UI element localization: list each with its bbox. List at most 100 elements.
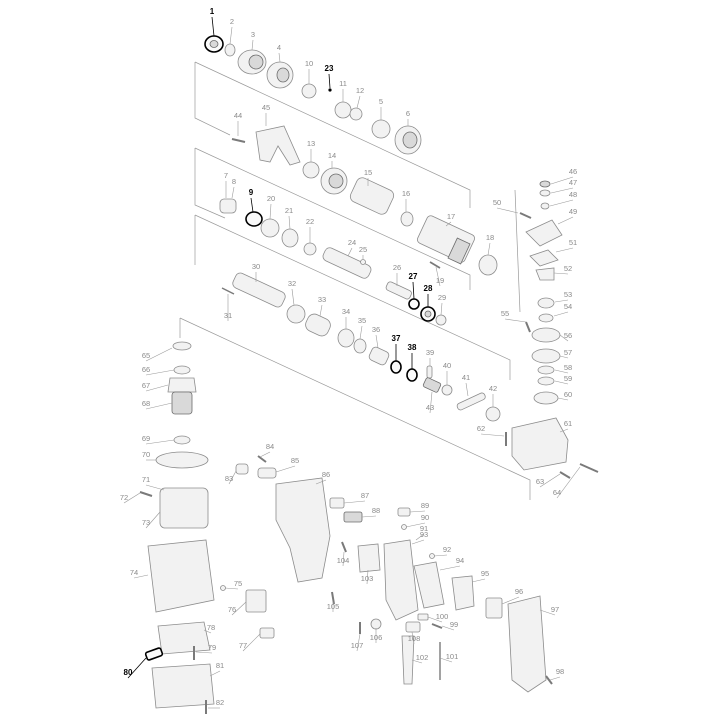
part-label-50: 50: [493, 198, 501, 207]
part-label-64: 64: [553, 488, 561, 497]
part-45-housing-cover: [255, 125, 301, 166]
part-label-5: 5: [379, 97, 383, 106]
part-54-ring: [538, 313, 554, 323]
part-23-steel-ball: [328, 88, 332, 92]
leader-line-107: [356, 633, 361, 652]
part-78-brush-holder: [157, 621, 211, 655]
part-label-106: 106: [370, 633, 383, 642]
leader-line-80: [127, 657, 147, 679]
part-70-baffle: [155, 451, 209, 469]
part-label-107: 107: [351, 641, 364, 650]
leader-line-23: [328, 73, 331, 89]
part-38-o-ring: [406, 368, 418, 382]
leader-line-48: [549, 199, 574, 207]
leader-line-86: [315, 479, 327, 485]
assembly-frames: [179, 61, 531, 500]
part-66-bearing: [173, 365, 191, 375]
part-label-21: 21: [285, 206, 293, 215]
leader-line-32: [291, 288, 295, 306]
part-76-switch: [245, 589, 267, 613]
part-label-46: 46: [569, 167, 577, 176]
part-31-pin: [221, 287, 235, 295]
leader-line-17: [445, 221, 452, 227]
leader-line-50: [496, 207, 519, 214]
part-label-24: 24: [348, 238, 356, 247]
part-40-ring: [441, 384, 453, 396]
leader-line-68: [145, 402, 173, 410]
part-21-ring: [281, 228, 299, 248]
part-5-ring: [371, 119, 391, 139]
part-label-33: 33: [318, 295, 326, 304]
part-label-19: 19: [436, 276, 444, 285]
part-label-68: 68: [142, 399, 150, 408]
part-label-89: 89: [421, 501, 429, 510]
part-53-bearing: [537, 297, 555, 309]
leader-line-96: [501, 596, 520, 605]
part-label-104: 104: [337, 556, 350, 565]
leader-line-98: [549, 676, 561, 681]
part-32-ring: [286, 304, 306, 324]
part-label-32: 32: [288, 279, 296, 288]
part-93-side-handle: [383, 539, 419, 621]
part-label-98: 98: [556, 667, 564, 676]
part-label-72: 72: [120, 493, 128, 502]
part-3-cap: [237, 49, 267, 75]
part-1-ring-seal: [204, 35, 224, 53]
leader-line-56: [559, 334, 569, 342]
part-label-84: 84: [266, 442, 274, 451]
part-label-1: 1: [210, 7, 215, 16]
leader-line-46: [550, 176, 574, 185]
part-label-15: 15: [364, 168, 372, 177]
part-37-o-ring: [390, 360, 402, 374]
part-72-screw: [139, 491, 153, 497]
part-label-57: 57: [564, 348, 572, 357]
part-label-81: 81: [216, 661, 224, 670]
part-label-38: 38: [408, 343, 417, 352]
part-16-o-ring: [400, 211, 414, 227]
part-label-35: 35: [358, 316, 366, 325]
leader-line-29: [440, 302, 443, 316]
part-label-99: 99: [450, 620, 458, 629]
part-94-clamp: [413, 561, 445, 609]
part-88-lock: [343, 511, 363, 523]
part-label-47: 47: [569, 178, 577, 187]
part-label-71: 71: [142, 475, 150, 484]
part-58-washer: [537, 365, 555, 375]
leader-line-65: [145, 347, 173, 362]
part-label-61: 61: [564, 419, 572, 428]
leader-line-54: [553, 311, 569, 317]
leader-line-49: [557, 216, 574, 225]
part-50-screw: [519, 212, 532, 219]
part-label-82: 82: [216, 698, 224, 707]
leader-line-78: [203, 629, 212, 634]
part-label-69: 69: [142, 434, 150, 443]
part-48-spacer: [540, 202, 550, 210]
part-61-gear-housing: [511, 417, 569, 471]
leader-line-8: [231, 186, 235, 199]
part-104-screw: [341, 541, 347, 553]
leader-line-35: [359, 325, 363, 340]
part-label-93: 93: [420, 530, 428, 539]
part-label-48: 48: [569, 190, 577, 199]
part-2-washer: [224, 43, 236, 57]
part-label-37: 37: [392, 334, 401, 343]
part-label-65: 65: [142, 351, 150, 360]
part-13-o-ring: [302, 161, 320, 179]
part-27-o-ring: [408, 298, 420, 310]
part-56-gear: [531, 327, 561, 343]
part-29-washer: [435, 314, 447, 326]
part-39-pin: [426, 365, 433, 379]
part-99-screw: [431, 623, 443, 629]
part-label-56: 56: [564, 331, 572, 340]
leader-line-84: [259, 451, 271, 458]
part-label-83: 83: [225, 474, 233, 483]
part-label-34: 34: [342, 307, 350, 316]
leader-line-74: [133, 574, 149, 579]
part-97-grip: [507, 595, 547, 693]
part-label-52: 52: [564, 264, 572, 273]
leader-line-87: [343, 500, 366, 504]
leader-line-67: [145, 384, 169, 392]
part-28-ring: [420, 306, 436, 322]
part-108-plate: [405, 621, 421, 633]
